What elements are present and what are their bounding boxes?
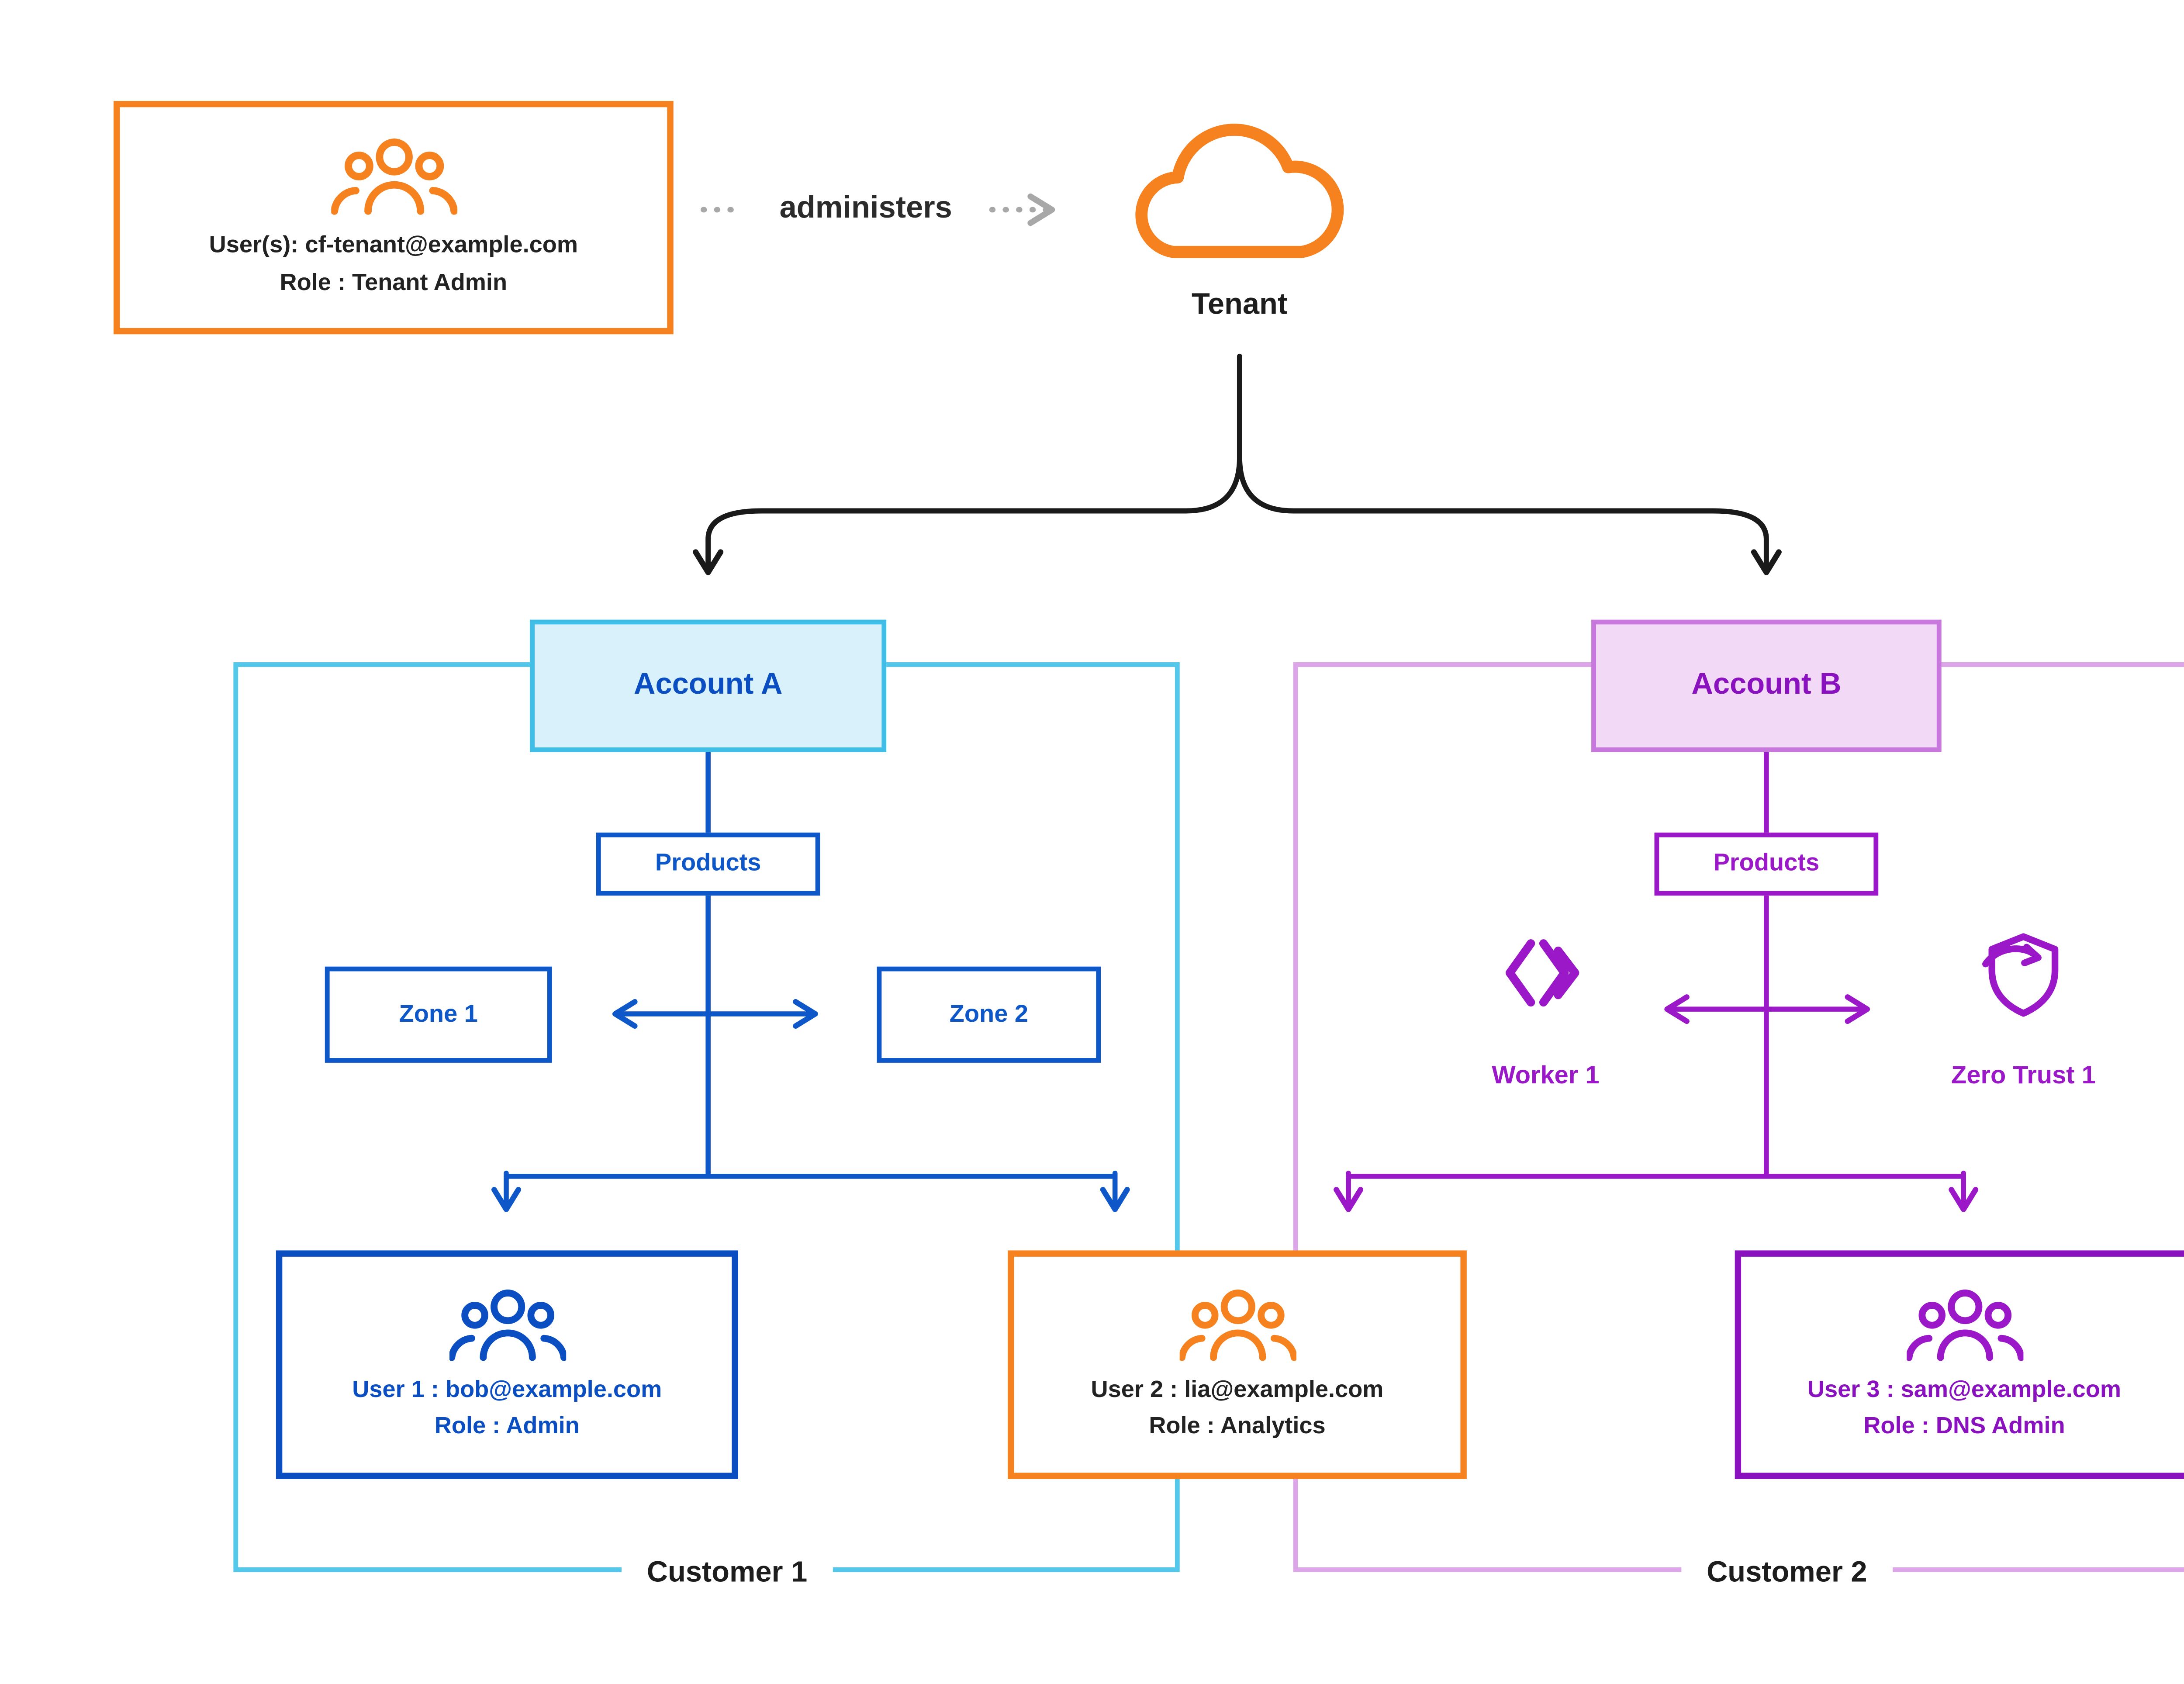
account-b-label: Account B [1691,668,1842,702]
account-a-box: Account A [530,619,887,752]
zone1-box: Zone 1 [325,966,552,1063]
account-b-tree-lines [1346,893,1966,1179]
zone2-box: Zone 2 [877,966,1101,1063]
zone2-label: Zone 2 [949,1000,1028,1027]
user3-box: User 3 : sam@example.com Role : DNS Admi… [1735,1250,2184,1479]
user1-name: User 1 : bob@example.com [352,1376,662,1404]
products-b-box: Products [1654,832,1879,896]
zero-trust1-label: Zero Trust 1 [1951,1062,2096,1090]
tenant-cloud-icon [1107,91,1372,271]
products-a-box: Products [596,832,820,896]
user2-role: Role : Analytics [1149,1412,1326,1439]
workers-icon [1501,937,1590,1009]
team-icon [1178,1290,1296,1361]
team-icon [330,139,457,215]
user3-name: User 3 : sam@example.com [1807,1376,2122,1404]
user3-role: Role : DNS Admin [1863,1412,2065,1439]
customer1-label: Customer 1 [621,1555,833,1590]
tenant-branch-right-arrow [1237,353,1782,575]
team-icon [449,1290,566,1361]
user2-box: User 2 : lia@example.com Role : Analytic… [1008,1250,1467,1479]
tenant-admin-role: Role : Tenant Admin [280,269,508,296]
account-a-label: Account A [633,668,783,702]
user1-box: User 1 : bob@example.com Role : Admin [276,1250,738,1479]
worker1-label: Worker 1 [1492,1062,1600,1090]
products-b-label: Products [1713,850,1820,877]
tenant-branch-left-arrow [693,353,1242,575]
tenant-admin-box: User(s): cf-tenant@example.com Role : Te… [113,101,674,335]
tenant-admin-users: User(s): cf-tenant@example.com [209,232,578,259]
customer2-label: Customer 2 [1681,1555,1893,1590]
tenant-label: Tenant [1192,288,1288,322]
zone1-label: Zone 1 [399,1000,478,1027]
administers-label: administers [779,190,952,226]
user1-role: Role : Admin [434,1412,580,1439]
account-a-tree-lines [504,893,1118,1179]
account-b-box: Account B [1591,619,1942,752]
team-icon [1906,1290,2023,1361]
products-a-label: Products [655,850,761,877]
zero-trust-icon [1981,930,2066,1019]
user2-name: User 2 : lia@example.com [1091,1376,1384,1404]
